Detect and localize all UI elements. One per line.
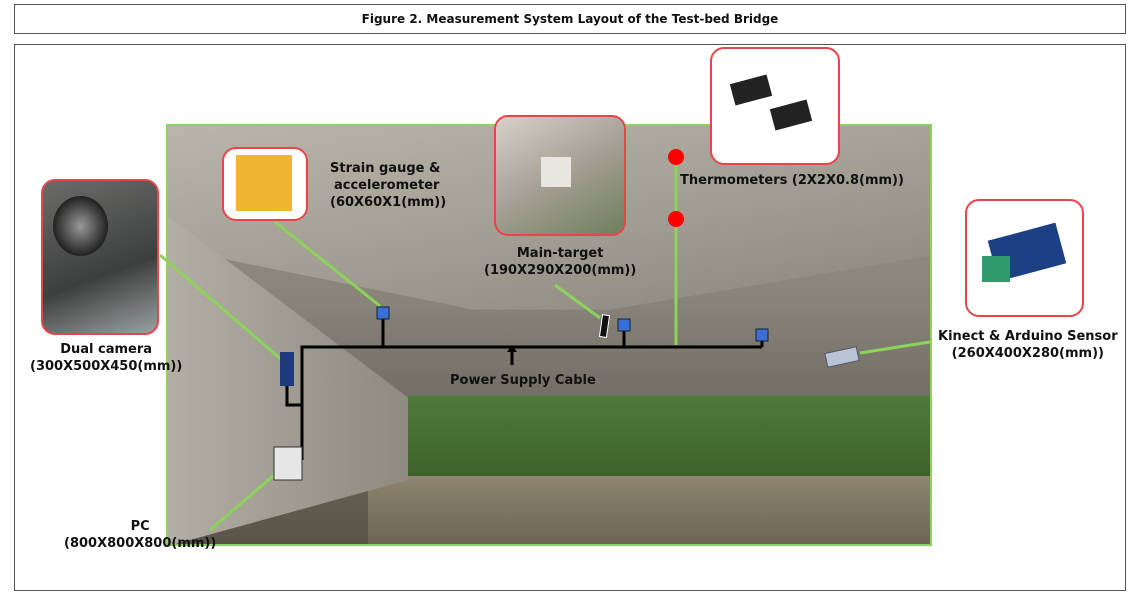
figure-frame <box>14 44 1126 591</box>
label-line: Strain gauge & <box>330 161 441 176</box>
label-dual-camera: Dual camera (300X500X450(mm)) <box>30 341 182 375</box>
thermometer-2 <box>668 211 684 227</box>
label-line: accelerometer <box>334 178 440 193</box>
label-line: (60X60X1(mm)) <box>330 195 447 210</box>
label-line: (190X290X200(mm)) <box>484 263 637 278</box>
label-pc: PC (800X800X800(mm)) <box>64 518 216 552</box>
label-power-cable: Power Supply Cable <box>450 373 596 388</box>
label-line: Kinect & Arduino Sensor <box>938 329 1118 344</box>
kinect-inset <box>965 199 1084 317</box>
kinect-box <box>824 346 860 368</box>
thermometer-inset <box>710 47 840 165</box>
label-line: (800X800X800(mm)) <box>64 536 217 551</box>
sensor-right <box>755 328 769 342</box>
power-cable <box>300 345 762 460</box>
chip-image-1 <box>729 74 773 106</box>
label-thermometers: Thermometers (2X2X0.8(mm)) <box>680 173 904 188</box>
sensor-accelerometer <box>617 318 631 332</box>
pc-box <box>273 446 303 481</box>
label-line: Main-target <box>516 246 604 261</box>
label-line: PC <box>130 519 150 534</box>
label-main-target: Main-target (190X290X200(mm)) <box>484 245 636 279</box>
figure-title: Figure 2. Measurement System Layout of t… <box>14 4 1126 34</box>
main-target-inset <box>494 115 626 236</box>
strain-gauge-inset <box>222 147 308 221</box>
callout-camera <box>159 253 283 362</box>
thermometer-1 <box>668 149 684 165</box>
chip-image-2 <box>769 99 813 131</box>
label-kinect: Kinect & Arduino Sensor (260X400X280(mm)… <box>938 328 1118 362</box>
dual-camera-inset <box>41 179 159 335</box>
sensor-strain <box>376 306 390 320</box>
label-line: (260X400X280(mm)) <box>951 346 1104 361</box>
main-target-box <box>598 314 611 339</box>
dual-camera-box <box>280 352 294 386</box>
ground-path <box>368 476 930 544</box>
callout-strain <box>274 220 381 308</box>
strain-gauge-image <box>236 155 292 211</box>
label-line: Dual camera <box>60 342 153 357</box>
label-strain-gauge: Strain gauge & accelerometer (60X60X1(mm… <box>330 160 446 211</box>
callout-target <box>554 283 601 320</box>
target-image <box>541 157 571 187</box>
callout-pc <box>209 468 281 532</box>
callout-kinect <box>859 340 931 355</box>
camera-lens-image <box>53 196 108 256</box>
label-line: (300X500X450(mm)) <box>30 359 183 374</box>
terminal-image <box>982 256 1010 282</box>
